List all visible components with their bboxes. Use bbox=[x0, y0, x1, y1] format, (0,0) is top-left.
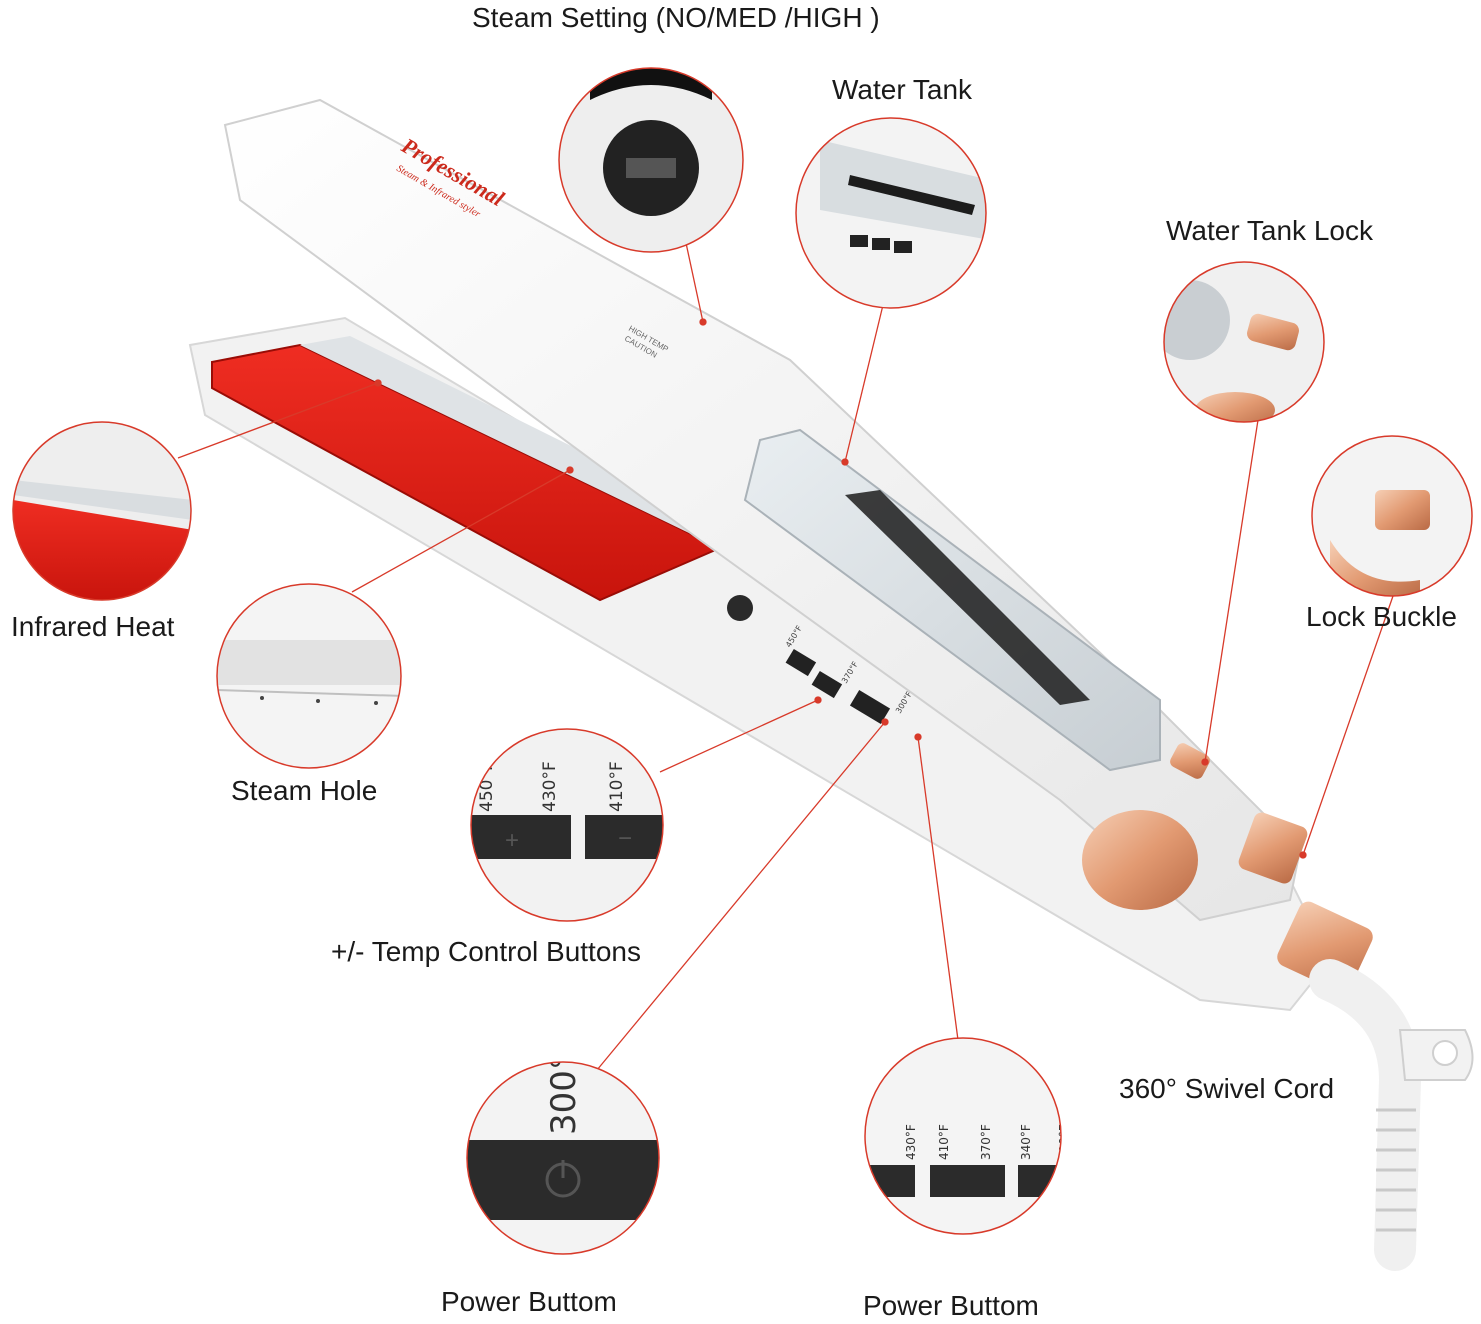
zoom-temp-label: 430°F bbox=[540, 761, 560, 812]
swivel-cord bbox=[1309, 959, 1422, 1271]
zoom-temp-label: 410°F bbox=[607, 761, 627, 812]
zoom-steam-hole bbox=[216, 583, 402, 769]
zoom-b-temp-label: 430°F bbox=[904, 1124, 918, 1160]
zoom-b-temp-label: 340°F bbox=[1019, 1124, 1033, 1160]
lock-buckle bbox=[1238, 812, 1308, 884]
lock-button bbox=[1082, 810, 1198, 910]
steam-hole bbox=[727, 595, 753, 621]
zoom-b-temp-label: 300°F bbox=[1057, 1124, 1071, 1160]
callout-infrared-heat: Infrared Heat bbox=[11, 611, 175, 642]
zoom-power-right: 430°F 410°F 370°F 340°F 300°F bbox=[864, 1037, 1071, 1235]
zoom-infrared-heat bbox=[12, 421, 192, 601]
callout-steam-hole: Steam Hole bbox=[231, 775, 378, 806]
zoom-steam-setting bbox=[558, 67, 744, 253]
callout-water-tank-lock: Water Tank Lock bbox=[1166, 215, 1373, 246]
tank-lock bbox=[1170, 743, 1210, 779]
zoom-lock-buckle bbox=[1311, 435, 1473, 597]
zoom-b-temp-label: 370°F bbox=[979, 1124, 993, 1160]
minus-button[interactable] bbox=[811, 670, 843, 699]
zoom-water-tank bbox=[795, 117, 987, 309]
plus-glyph: + bbox=[505, 827, 519, 854]
callout-power-button-left: Power Buttom bbox=[441, 1286, 617, 1317]
callout-temp-control: +/- Temp Control Buttons bbox=[331, 936, 641, 967]
zoom-power-left: 300° bbox=[466, 1053, 660, 1255]
zoom-water-tank-lock bbox=[1163, 261, 1325, 423]
zoom-b-temp-label: 410°F bbox=[937, 1124, 951, 1160]
power-button[interactable] bbox=[849, 690, 891, 724]
callout-power-button-right: Power Buttom bbox=[863, 1290, 1039, 1321]
power-zoom-value: 300° bbox=[544, 1053, 584, 1135]
zoom-temp-label: 450°F bbox=[477, 761, 497, 812]
zoom-temp-control: 450°F 430°F 410°F + − bbox=[470, 728, 664, 922]
infrared-plate bbox=[211, 343, 723, 602]
plus-button[interactable] bbox=[785, 648, 817, 677]
callout-swivel-cord: 360° Swivel Cord bbox=[1119, 1073, 1335, 1104]
flat-iron-illustration: 450°F 370°F 300°F Professional Steam & I… bbox=[188, 98, 1474, 1271]
leader-lines bbox=[177, 242, 1394, 1071]
minus-glyph: − bbox=[618, 825, 632, 852]
callout-water-tank: Water Tank bbox=[832, 74, 973, 105]
callout-lock-buckle: Lock Buckle bbox=[1306, 601, 1457, 632]
callout-steam-setting: Steam Setting (NO/MED /HIGH ) bbox=[472, 2, 880, 33]
